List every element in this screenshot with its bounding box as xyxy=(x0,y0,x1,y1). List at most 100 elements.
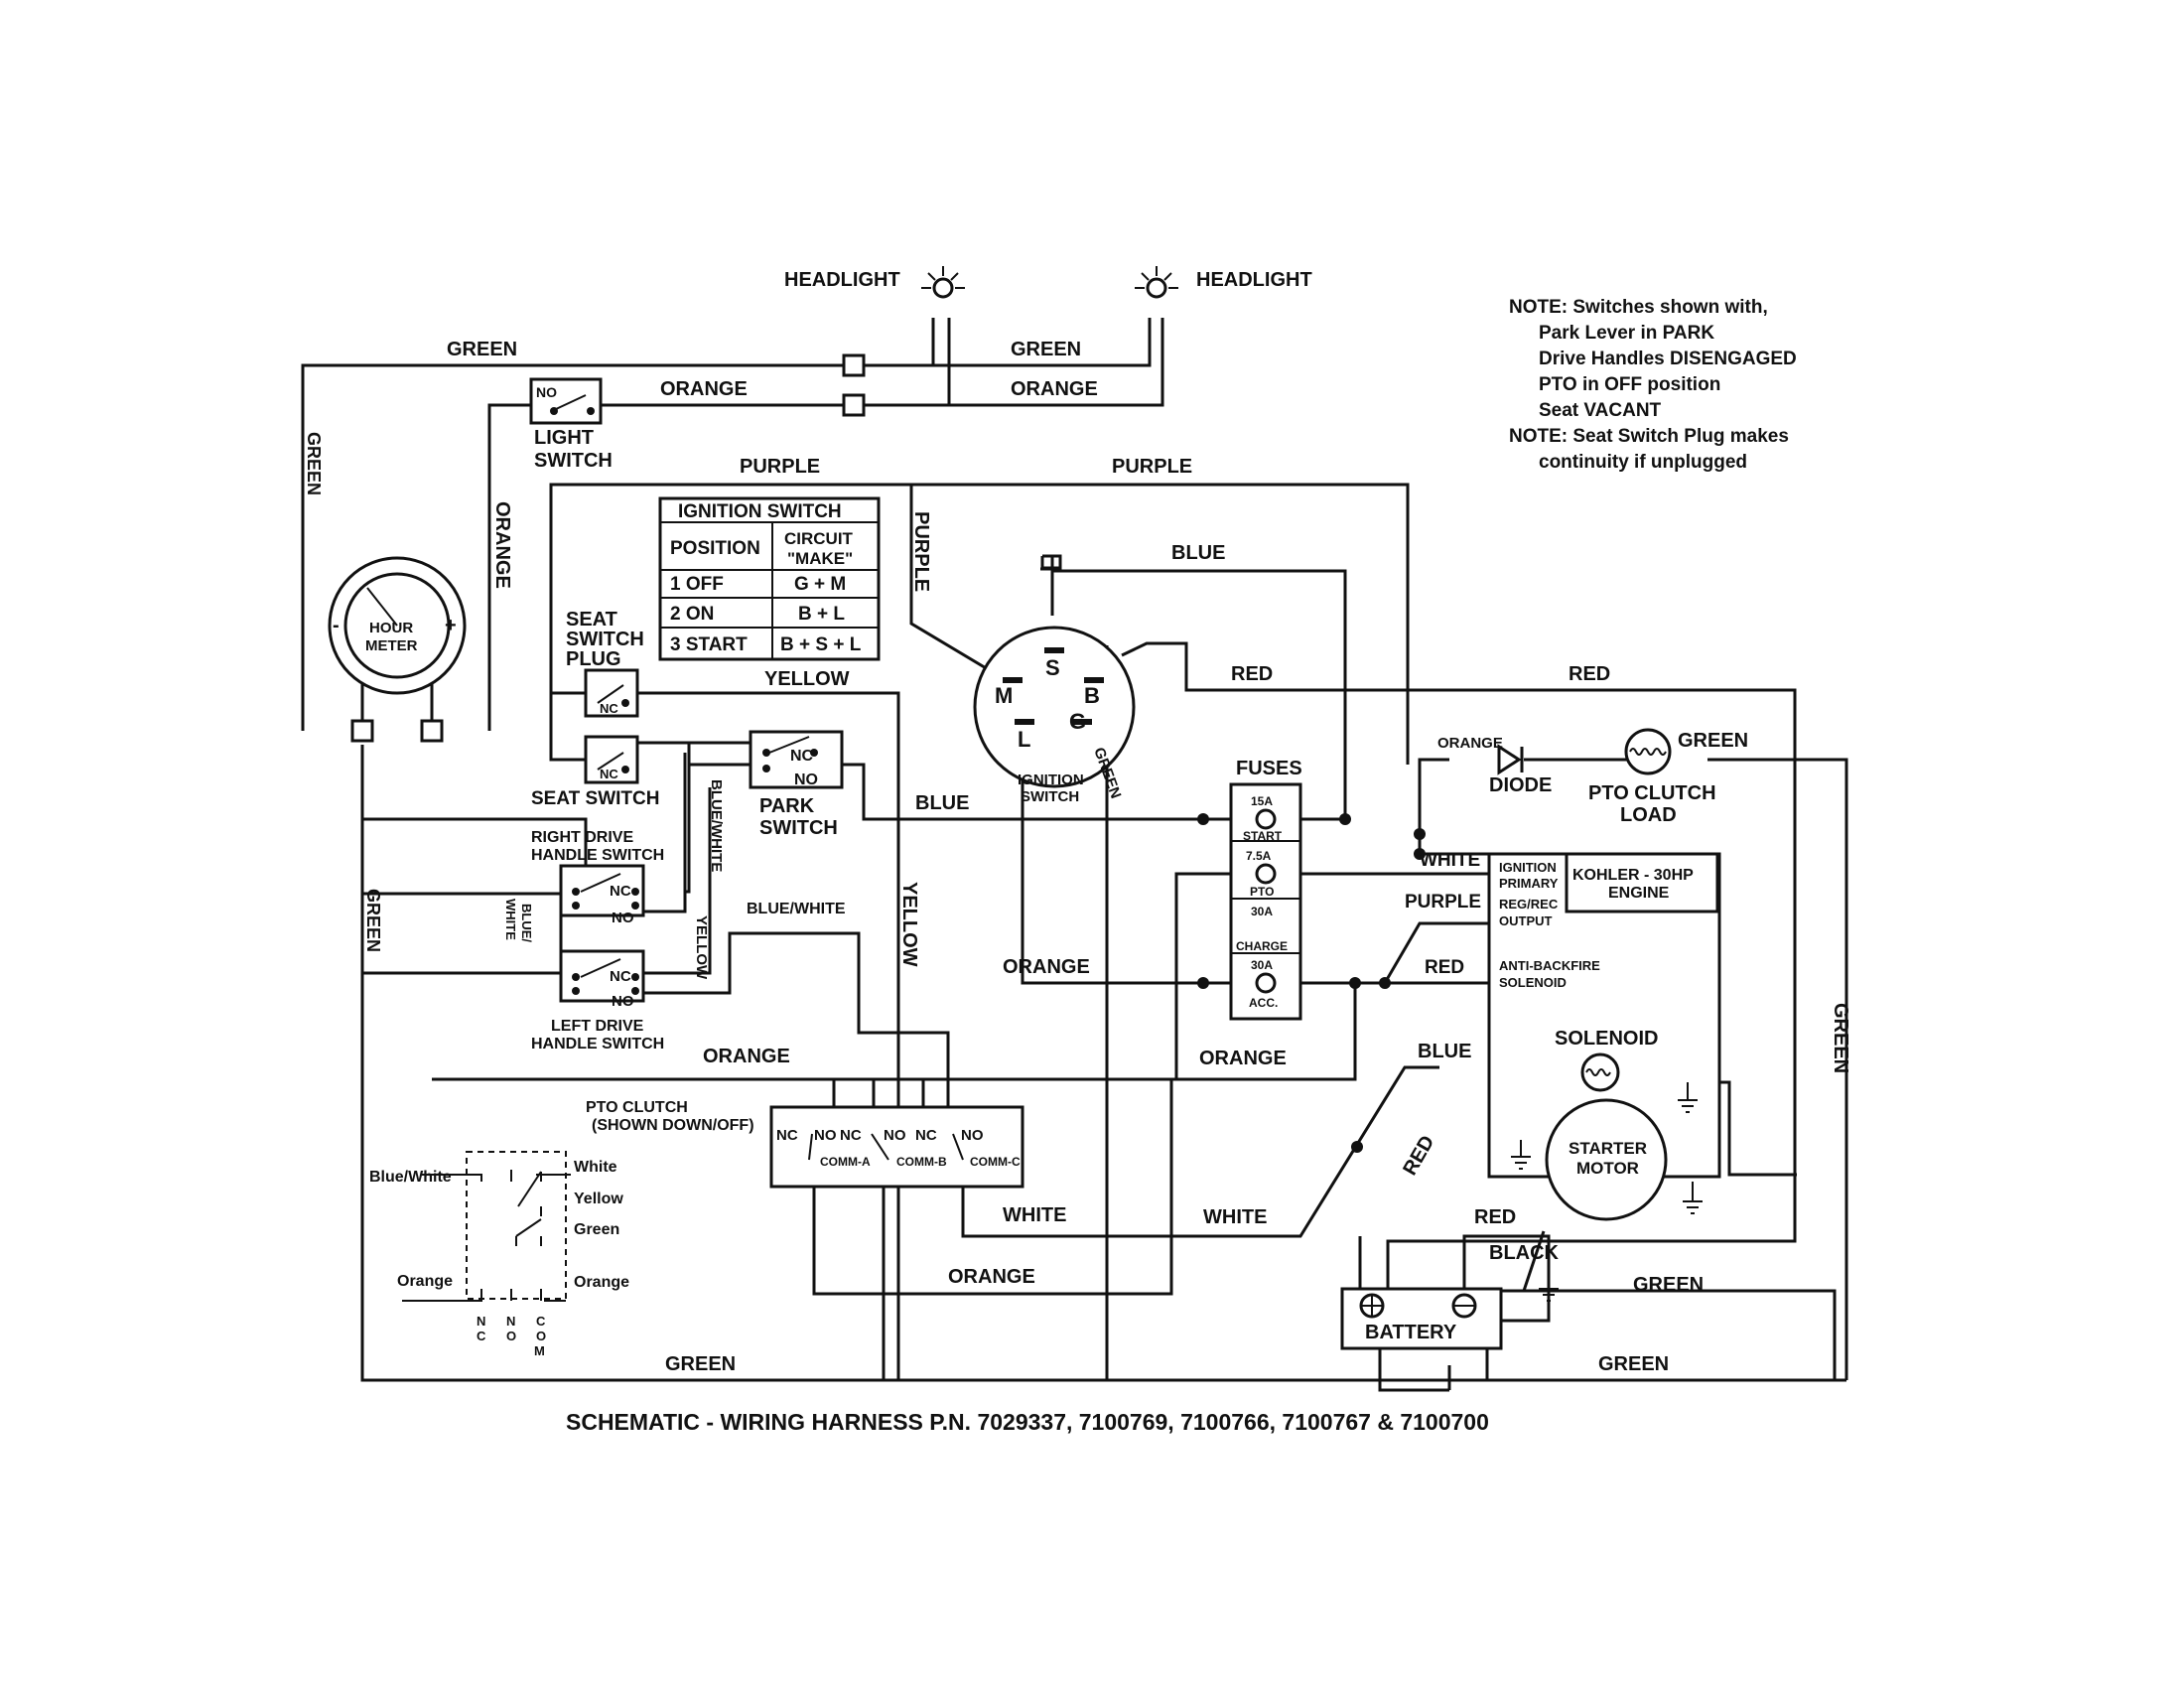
wire-label-red-anti: RED xyxy=(1425,957,1464,978)
left-drive-no: NO xyxy=(612,993,634,1010)
ign-term-m: M xyxy=(995,683,1013,708)
wire-label-white-2: WHITE xyxy=(1203,1206,1267,1228)
wire-label-green-top-right: GREEN xyxy=(1011,339,1081,360)
light-switch-no: NO xyxy=(536,384,557,400)
wire-label-yellow-small-vert: YELLOW xyxy=(693,915,710,980)
legend-col-1b: C xyxy=(477,1329,486,1343)
note-line-2: Park Lever in PARK xyxy=(1539,323,1714,344)
pto-contact-1: NC xyxy=(776,1127,798,1144)
note-line-3: Drive Handles DISENGAGED xyxy=(1539,349,1797,369)
wire-label-orange-vert: ORANGE xyxy=(491,501,513,589)
pto-contact-3: NC xyxy=(840,1127,862,1144)
legend-col-2a: N xyxy=(506,1314,515,1329)
pto-clutch-switch xyxy=(769,1105,1024,1189)
ign-term-s: S xyxy=(1045,655,1060,680)
right-drive-no: NO xyxy=(612,910,634,926)
wire-label-purple-reg: PURPLE xyxy=(1405,892,1481,912)
fuse-4-value: 30A xyxy=(1251,958,1273,972)
legend-col-3c: M xyxy=(534,1343,545,1358)
legend-yellow: Yellow xyxy=(574,1191,623,1207)
wire-label-blue-top: BLUE xyxy=(1171,542,1225,564)
fuse-block xyxy=(1229,782,1302,1021)
seat-switch-label: SEAT SWITCH xyxy=(531,788,659,809)
wire-labels: GREEN GREEN ORANGE ORANGE PURPLE PURPLE … xyxy=(304,339,1851,1375)
engine-label-2: ENGINE xyxy=(1608,885,1670,902)
starter-motor-label-1: STARTER xyxy=(1569,1139,1647,1158)
seat-switch-plug-nc: NC xyxy=(600,701,618,716)
engine-term-1: IGNITION xyxy=(1499,860,1557,875)
fuse-4-name: ACC. xyxy=(1249,996,1278,1010)
light-switch xyxy=(529,377,603,425)
left-drive-label-2: HANDLE SWITCH xyxy=(531,1036,664,1052)
park-switch-label-2: SWITCH xyxy=(759,817,838,839)
ignition-table-row-2-position: 2 ON xyxy=(670,604,714,625)
hour-meter-label-1: HOUR xyxy=(369,620,413,636)
fuse-3-name: CHARGE xyxy=(1236,939,1288,953)
ignition-switch-label-2: SWITCH xyxy=(1021,788,1079,805)
notes: NOTE: Switches shown with, Park Lever in… xyxy=(1509,297,1797,473)
left-drive-nc: NC xyxy=(610,968,631,985)
left-drive-handle-switch xyxy=(559,949,645,1003)
ignition-table-row-1-position: 1 OFF xyxy=(670,574,724,595)
wire-label-orange-top-right: ORANGE xyxy=(1011,378,1098,400)
right-drive-nc: NC xyxy=(610,883,631,900)
diode-label: DIODE xyxy=(1489,774,1552,796)
wire-label-white-1: WHITE xyxy=(1003,1204,1066,1226)
legend-switch xyxy=(402,1151,571,1302)
ignition-table-row-1-circuit: G + M xyxy=(794,574,846,595)
connector-squares xyxy=(350,353,866,743)
legend-col-1a: N xyxy=(477,1314,485,1329)
solenoid xyxy=(1580,1052,1698,1113)
note-line-6: NOTE: Seat Switch Plug makes xyxy=(1509,426,1789,447)
legend-col-2b: O xyxy=(506,1329,516,1343)
pto-clutch-load-label-1: PTO CLUTCH xyxy=(1588,782,1716,804)
battery-label: BATTERY xyxy=(1365,1322,1457,1343)
headlight-right xyxy=(1135,266,1178,299)
hour-meter: - + xyxy=(328,556,467,695)
pto-contact-6: NO xyxy=(961,1127,984,1144)
wire-label-blue-white-split-2: WHITE xyxy=(503,899,518,940)
legend-blue-white: Blue/White xyxy=(369,1169,452,1186)
wire-label-blue-white: BLUE/WHITE xyxy=(747,901,846,917)
pto-comm-b: COMM-B xyxy=(896,1155,947,1169)
pto-clutch-label-2: (SHOWN DOWN/OFF) xyxy=(592,1117,754,1134)
light-switch-label-2: SWITCH xyxy=(534,450,613,472)
legend-green: Green xyxy=(574,1221,619,1238)
wire-label-red-1: RED xyxy=(1231,663,1273,685)
light-switch-label-1: LIGHT xyxy=(534,427,594,449)
wire-label-red-battery: RED xyxy=(1474,1206,1516,1228)
fuse-2-value: 7.5A xyxy=(1246,849,1272,863)
wire-label-purple-top-right: PURPLE xyxy=(1112,456,1192,478)
headlight-right-label: HEADLIGHT xyxy=(1196,269,1312,291)
seat-switch-plug-label-2: SWITCH xyxy=(566,629,644,650)
starter-motor xyxy=(1511,1098,1703,1221)
seat-switch-plug-label-1: SEAT xyxy=(566,609,617,631)
ign-term-g: G xyxy=(1069,709,1086,734)
pto-clutch-label-1: PTO CLUTCH xyxy=(586,1099,688,1116)
ignition-table-row-3-circuit: B + S + L xyxy=(780,634,862,655)
seat-switch-nc: NC xyxy=(600,767,618,781)
right-drive-handle-switch xyxy=(559,864,645,917)
wire-label-blue-park: BLUE xyxy=(915,792,969,814)
wire-label-orange-diode: ORANGE xyxy=(1437,735,1503,752)
ignition-switch xyxy=(973,626,1136,788)
wire-label-green-bottom-right: GREEN xyxy=(1598,1353,1669,1375)
legend-orange-left: Orange xyxy=(397,1273,453,1290)
ignition-table-header-position: POSITION xyxy=(670,538,760,559)
junctions xyxy=(1197,813,1426,1153)
park-switch xyxy=(749,730,844,789)
wire-label-yellow-vert: YELLOW xyxy=(898,882,920,967)
pto-clutch-load-label-2: LOAD xyxy=(1620,804,1677,826)
left-drive-label-1: LEFT DRIVE xyxy=(551,1018,644,1035)
wire-label-blue-white-vert: BLUE/WHITE xyxy=(708,779,725,872)
fuse-1-name: START xyxy=(1243,829,1283,843)
svg-text:+: + xyxy=(445,615,457,636)
pto-comm-c: COMM-C xyxy=(970,1155,1021,1169)
fuse-1-value: 15A xyxy=(1251,794,1273,808)
fuse-3-value: 30A xyxy=(1251,905,1273,918)
ign-term-l: L xyxy=(1018,727,1030,752)
ignition-table-row-3-position: 3 START xyxy=(670,634,748,655)
ignition-table-header-make: "MAKE" xyxy=(787,549,853,568)
ignition-table-header-circuit: CIRCUIT xyxy=(784,529,854,548)
